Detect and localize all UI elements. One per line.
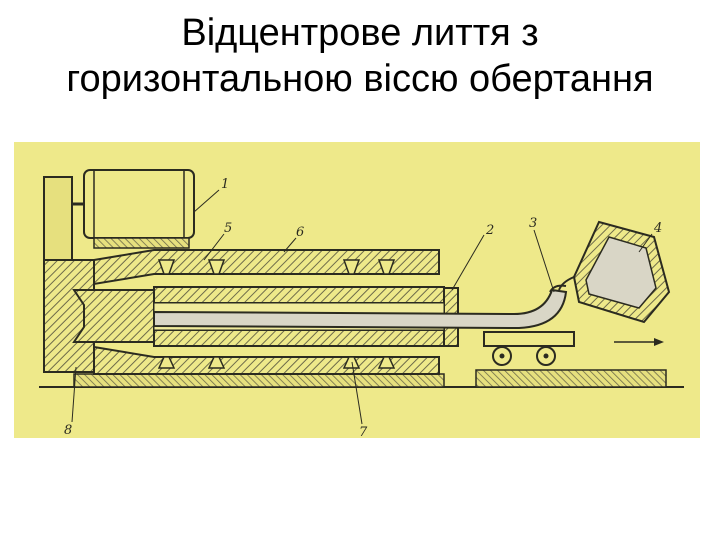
slide-title: Відцентрове лиття з горизонтальною віссю… xyxy=(0,10,720,102)
label-8: 8 xyxy=(64,423,72,438)
label-4: 4 xyxy=(653,221,662,236)
trolley xyxy=(483,331,575,366)
pouring-chute xyxy=(153,284,568,330)
title-line-2: горизонтальною віссю обертання xyxy=(66,58,654,100)
direction-arrow xyxy=(614,338,664,346)
title-line-1: Відцентрове лиття з xyxy=(181,12,539,54)
label-2: 2 xyxy=(485,223,494,238)
label-5: 5 xyxy=(224,221,232,236)
label-1: 1 xyxy=(221,177,229,192)
centrifugal-casting-diagram: 1 2 3 4 5 6 7 8 xyxy=(14,142,700,438)
diagram-svg: 1 2 3 4 5 6 7 8 xyxy=(39,169,684,438)
label-6: 6 xyxy=(296,225,304,240)
base-floor xyxy=(39,369,684,388)
label-7: 7 xyxy=(359,425,368,438)
leader-lines xyxy=(71,189,653,425)
ladle xyxy=(558,220,671,324)
label-3: 3 xyxy=(529,216,537,231)
